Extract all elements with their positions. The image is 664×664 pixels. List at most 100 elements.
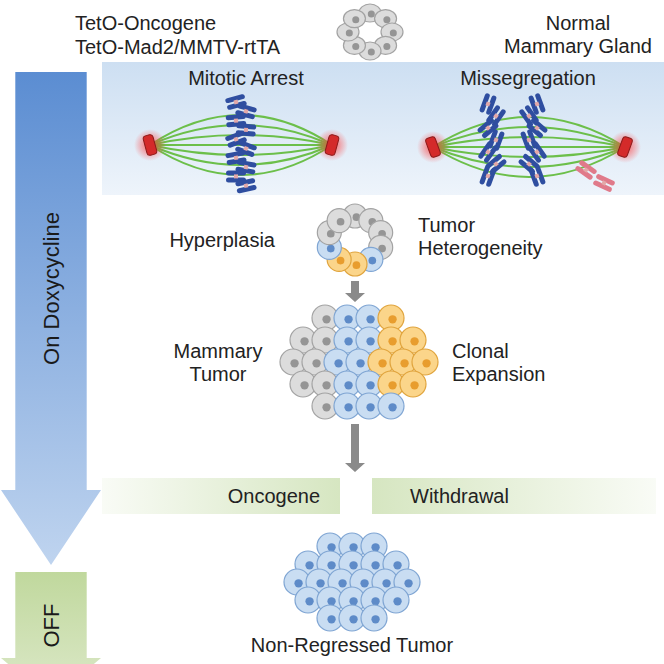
nucleus bbox=[352, 16, 359, 23]
nucleus bbox=[410, 381, 418, 389]
centrosome bbox=[412, 126, 453, 167]
metaphase-spindle bbox=[150, 94, 332, 194]
nucleus bbox=[371, 543, 379, 551]
centrosome bbox=[604, 126, 645, 167]
nucleus bbox=[327, 245, 335, 253]
nucleus bbox=[322, 315, 330, 323]
timeline-arrow: OFF bbox=[0, 572, 102, 664]
chromosome bbox=[574, 159, 597, 180]
chromosome bbox=[479, 165, 497, 188]
nucleus bbox=[300, 337, 308, 345]
spindle-fiber bbox=[150, 145, 332, 175]
nucleus bbox=[404, 579, 412, 587]
nucleus bbox=[371, 561, 379, 569]
nucleus bbox=[368, 257, 376, 265]
node-title: Withdrawal bbox=[410, 485, 509, 508]
nucleus bbox=[300, 381, 308, 389]
nucleus bbox=[400, 359, 408, 367]
arrow-label: OFF bbox=[40, 603, 63, 647]
withdrawal-band: Withdrawal bbox=[372, 478, 656, 514]
chromosome bbox=[528, 165, 546, 188]
nucleus bbox=[338, 579, 346, 587]
nucleus bbox=[371, 597, 379, 605]
nucleus bbox=[388, 403, 396, 411]
nucleus bbox=[366, 403, 374, 411]
nucleus bbox=[371, 615, 379, 623]
nucleus bbox=[322, 381, 330, 389]
nucleus bbox=[382, 579, 390, 587]
nucleus bbox=[305, 561, 313, 569]
cell bbox=[343, 10, 365, 28]
nucleus bbox=[344, 337, 352, 345]
nucleus bbox=[316, 579, 324, 587]
nucleus bbox=[383, 16, 390, 23]
figure-label: Mammary Tumor bbox=[168, 340, 268, 386]
nucleus bbox=[344, 315, 352, 323]
nucleus bbox=[388, 337, 396, 345]
nucleus bbox=[344, 381, 352, 389]
nucleus bbox=[290, 359, 298, 367]
withdrawal-band: Oncogene bbox=[102, 478, 340, 514]
spindle-fiber bbox=[433, 147, 625, 177]
nucleus bbox=[388, 315, 396, 323]
nucleus bbox=[312, 359, 320, 367]
cell bbox=[327, 209, 351, 233]
nucleus bbox=[390, 30, 397, 37]
arrow-body bbox=[1, 72, 101, 565]
nucleus bbox=[327, 615, 335, 623]
node-title: Oncogene bbox=[228, 485, 320, 508]
cell bbox=[378, 393, 404, 419]
arrow-body bbox=[1, 572, 101, 664]
nucleus bbox=[334, 359, 342, 367]
nucleus bbox=[322, 403, 330, 411]
nucleus bbox=[368, 49, 375, 56]
stage-panel: Missegregation bbox=[384, 62, 664, 195]
nucleus bbox=[349, 543, 357, 551]
tumor-cluster bbox=[280, 305, 438, 419]
nucleus bbox=[422, 359, 430, 367]
nucleus bbox=[327, 597, 335, 605]
cell bbox=[361, 605, 387, 631]
node-title: Missegregation bbox=[384, 62, 664, 90]
hyperplasia-cluster bbox=[317, 204, 392, 276]
figure-label: TetO-Mad2/MMTV-rtTA bbox=[75, 36, 280, 59]
nucleus bbox=[393, 597, 401, 605]
progression-arrow bbox=[345, 424, 365, 472]
nucleus bbox=[305, 597, 313, 605]
figure-label: Normal Mammary Gland bbox=[503, 12, 653, 58]
nucleus bbox=[366, 381, 374, 389]
nucleus bbox=[378, 359, 386, 367]
figure-label: Hyperplasia bbox=[160, 229, 275, 252]
cell bbox=[383, 587, 409, 613]
nucleus bbox=[388, 381, 396, 389]
figure-label: Tumor Heterogeneity bbox=[418, 214, 553, 260]
nucleus bbox=[366, 337, 374, 345]
nucleus bbox=[393, 561, 401, 569]
cell bbox=[400, 371, 426, 397]
nucleus bbox=[346, 30, 353, 37]
timeline-arrow: On Doxycycline bbox=[0, 72, 102, 565]
normal-gland bbox=[337, 4, 403, 60]
nucleus bbox=[352, 43, 359, 50]
nucleus bbox=[327, 561, 335, 569]
nucleus bbox=[368, 11, 375, 18]
nucleus bbox=[353, 261, 361, 269]
arrow-label: On Doxycycline bbox=[40, 212, 63, 365]
nucleus bbox=[327, 543, 335, 551]
node-title: Mitotic Arrest bbox=[102, 62, 390, 90]
nucleus bbox=[383, 43, 390, 50]
centrosome bbox=[312, 125, 351, 164]
nucleus bbox=[410, 337, 418, 345]
progression-arrow bbox=[345, 281, 365, 302]
nucleus bbox=[356, 359, 364, 367]
chromosome bbox=[235, 178, 257, 194]
figure-label: TetO-Oncogene bbox=[75, 12, 216, 35]
nucleus bbox=[337, 257, 345, 265]
figure-label: Clonal Expansion bbox=[452, 340, 564, 386]
non-regressed-cluster bbox=[284, 533, 420, 631]
nucleus bbox=[349, 615, 357, 623]
centrosome bbox=[130, 125, 169, 164]
nucleus bbox=[344, 403, 352, 411]
nucleus bbox=[294, 579, 302, 587]
